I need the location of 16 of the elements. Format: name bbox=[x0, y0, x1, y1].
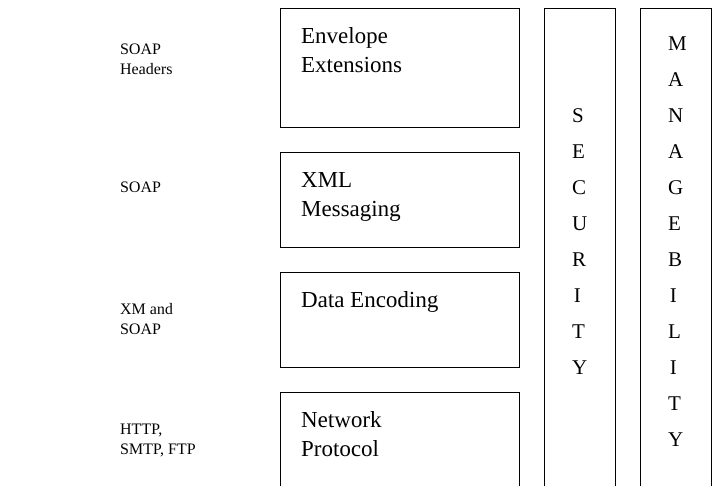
protocol-label: SOAP Headers bbox=[120, 40, 174, 80]
layer-box bbox=[280, 392, 520, 486]
layer-box bbox=[280, 152, 520, 248]
layer-label: Network Protocol bbox=[301, 406, 382, 463]
vertical-layer-column bbox=[544, 8, 616, 486]
vertical-layer-column bbox=[640, 8, 712, 486]
layer-label: SECURITY bbox=[572, 102, 593, 381]
layer-label: Data Encoding bbox=[301, 286, 440, 314]
layer-box bbox=[280, 272, 520, 368]
layer-label: MANAGEBILITY bbox=[668, 30, 689, 453]
layer-box bbox=[280, 8, 520, 128]
layer-label: Envelope Extensions bbox=[301, 22, 403, 79]
protocol-label: SOAP bbox=[120, 178, 162, 198]
layer-label: XML Messaging bbox=[301, 166, 402, 223]
protocol-label: XM and SOAP bbox=[120, 300, 174, 340]
protocol-label: HTTP, SMTP, FTP bbox=[120, 420, 197, 460]
